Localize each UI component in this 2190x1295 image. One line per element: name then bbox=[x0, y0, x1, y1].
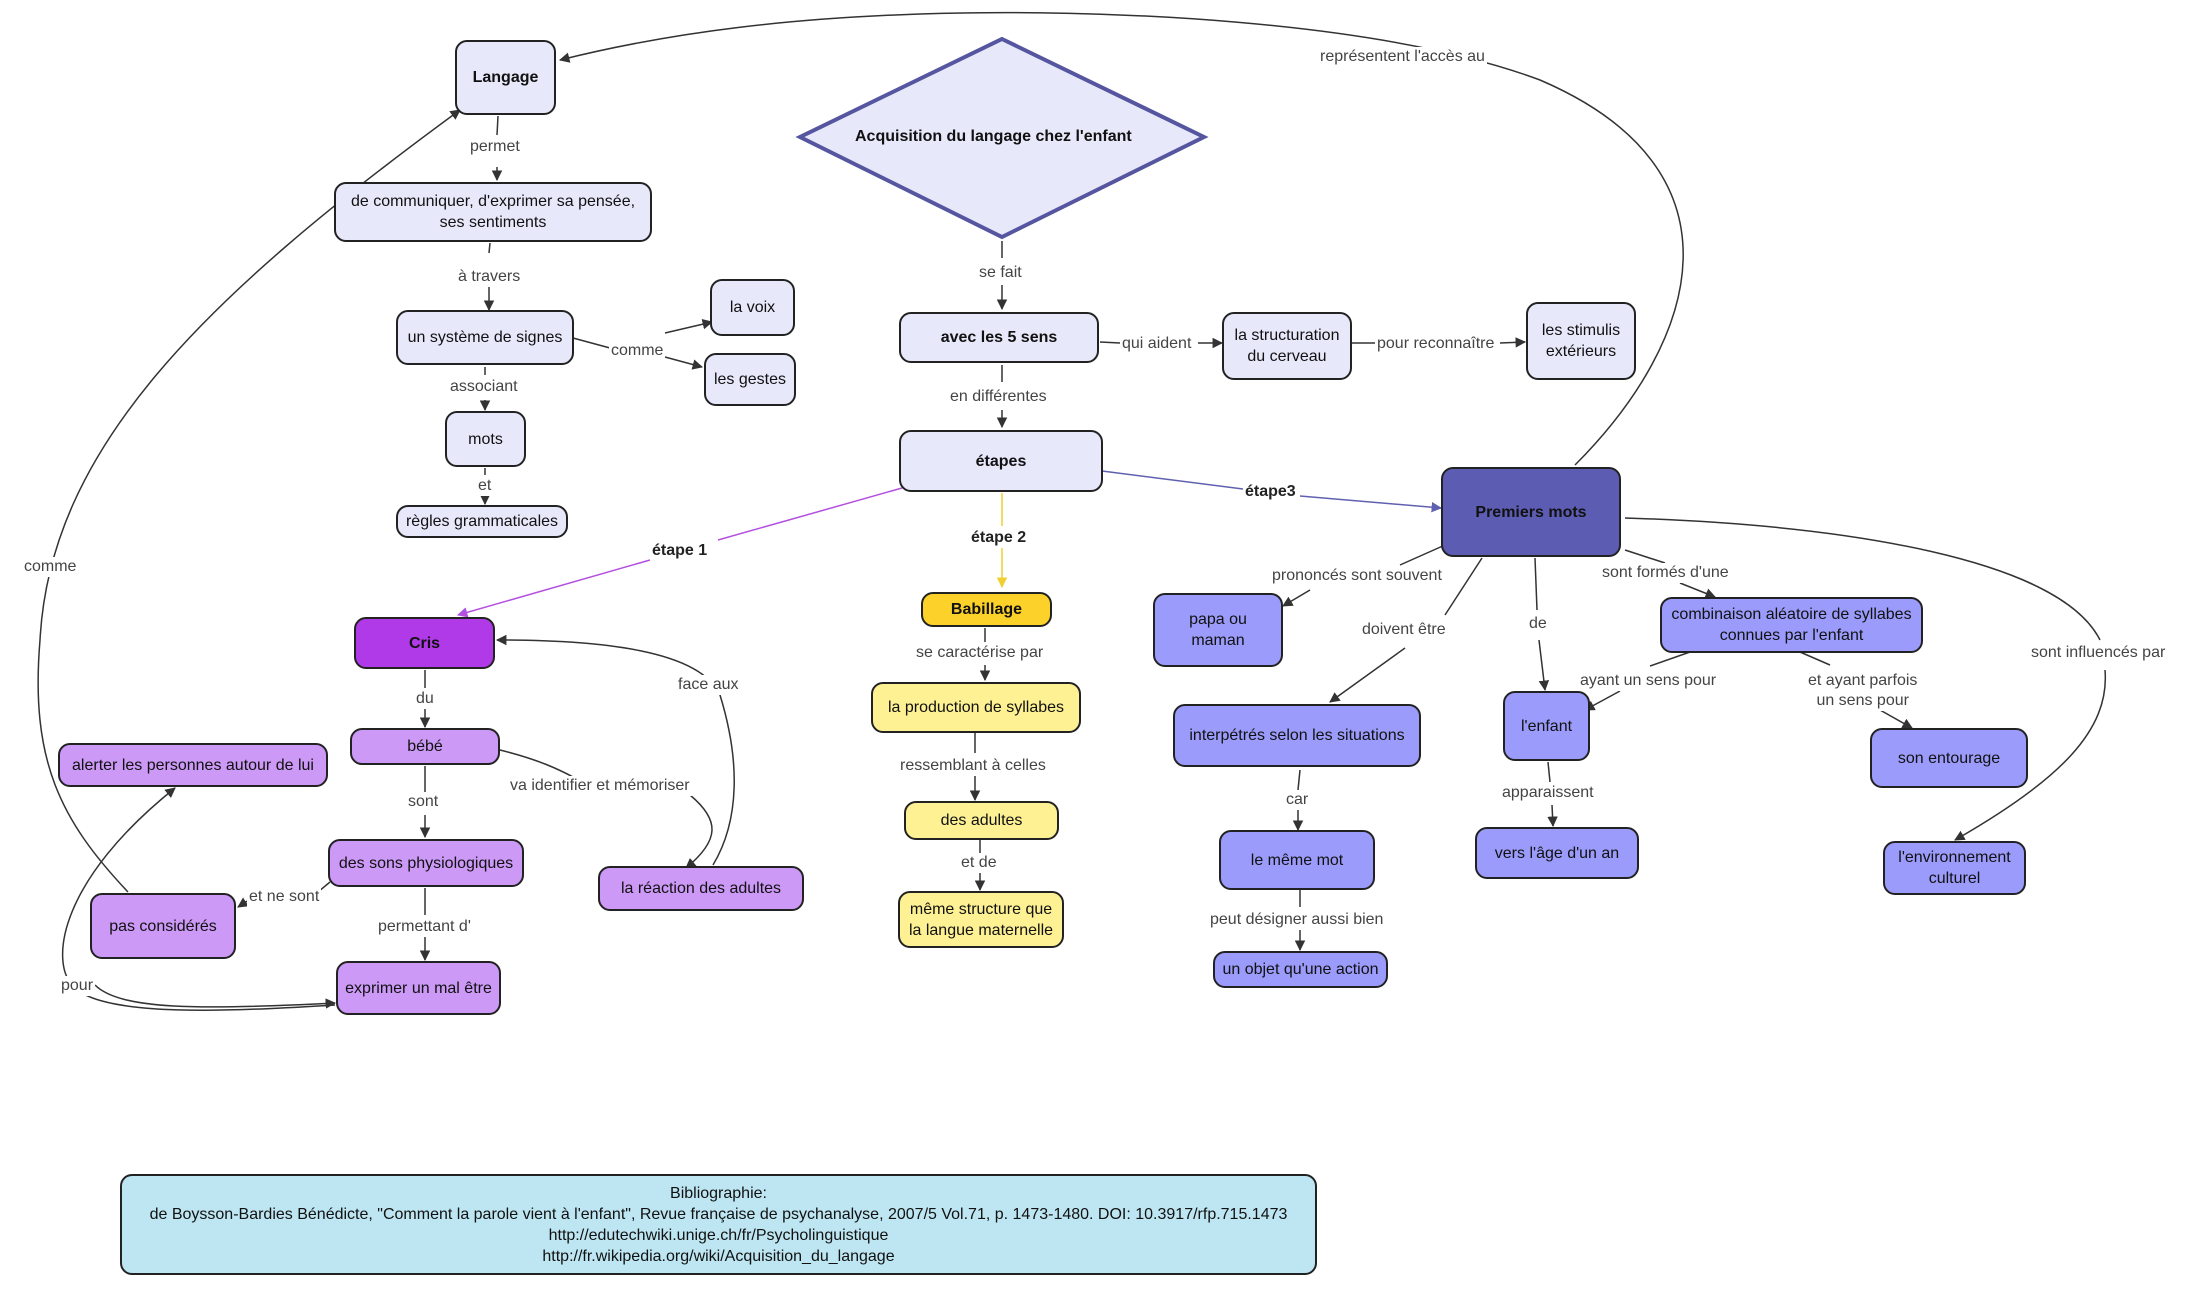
node-premiers-mots[interactable]: Premiers mots bbox=[1441, 467, 1621, 557]
node-meme-mot[interactable]: le même mot bbox=[1219, 830, 1375, 890]
link-label-et-mots: et bbox=[476, 476, 494, 496]
link-label-ressemblant: ressemblant à celles bbox=[898, 756, 1048, 776]
link-label-comme-langage: comme bbox=[22, 557, 79, 577]
node-cinq-sens[interactable]: avec les 5 sens bbox=[899, 312, 1099, 363]
link-label-car: car bbox=[1284, 790, 1311, 810]
node-sons-physiologiques[interactable]: des sons physiologiques bbox=[328, 839, 524, 887]
node-interpretes[interactable]: interpétrés selon les situations bbox=[1173, 704, 1421, 767]
node-mal-etre[interactable]: exprimer un mal être bbox=[336, 961, 501, 1015]
link-label-du: du bbox=[414, 689, 436, 709]
link-label-qui-aident: qui aident bbox=[1120, 334, 1194, 354]
link-label-se-fait: se fait bbox=[977, 263, 1024, 283]
node-etapes[interactable]: étapes bbox=[899, 430, 1103, 492]
link-label-comme-signes: comme bbox=[609, 341, 666, 361]
node-langage[interactable]: Langage bbox=[455, 40, 556, 115]
link-label-permettant: permettant d' bbox=[376, 917, 473, 937]
node-babillage[interactable]: Babillage bbox=[921, 592, 1052, 627]
link-label-a-travers: à travers bbox=[456, 267, 523, 287]
link-label-va-identifier: va identifier et mémoriser bbox=[508, 776, 692, 796]
link-label-apparaissent: apparaissent bbox=[1500, 783, 1596, 803]
link-label-pour: pour bbox=[59, 976, 96, 996]
node-reaction-adultes[interactable]: la réaction des adultes bbox=[598, 866, 804, 911]
link-label-peut-designer: peut désigner aussi bien bbox=[1208, 910, 1386, 930]
node-production-syllabes[interactable]: la production de syllabes bbox=[871, 682, 1081, 733]
link-label-sont-formes: sont formés d'une bbox=[1600, 563, 1731, 583]
link-label-permet: permet bbox=[468, 137, 522, 157]
node-voix[interactable]: la voix bbox=[710, 279, 795, 336]
link-label-en-differentes: en différentes bbox=[948, 387, 1049, 407]
node-gestes[interactable]: les gestes bbox=[704, 353, 796, 406]
node-communiquer[interactable]: de communiquer, d'exprimer sa pensée, se… bbox=[334, 182, 652, 242]
node-enfant[interactable]: l'enfant bbox=[1503, 691, 1590, 761]
link-label-etape2: étape 2 bbox=[969, 528, 1029, 548]
node-pas-consideres[interactable]: pas considérés bbox=[90, 893, 236, 959]
node-stimulis[interactable]: les stimulis extérieurs bbox=[1526, 302, 1636, 380]
node-papa-maman[interactable]: papa ou maman bbox=[1153, 593, 1283, 667]
link-label-associant: associant bbox=[448, 377, 520, 397]
link-label-etape3: étape3 bbox=[1243, 482, 1298, 502]
link-label-sont-influences: sont influencés par bbox=[2029, 643, 2168, 663]
link-label-de: de bbox=[1527, 614, 1549, 634]
node-mots[interactable]: mots bbox=[445, 411, 526, 467]
node-environnement[interactable]: l'environnement culturel bbox=[1883, 841, 2026, 895]
map-title: Acquisition du langage chez l'enfant bbox=[855, 128, 1132, 145]
node-objet-action[interactable]: un objet qu'une action bbox=[1213, 951, 1388, 988]
node-structuration[interactable]: la structuration du cerveau bbox=[1222, 312, 1352, 380]
node-combinaison[interactable]: combinaison aléatoire de syllabes connue… bbox=[1660, 597, 1923, 653]
link-label-face-aux: face aux bbox=[676, 675, 741, 695]
link-label-doivent-etre: doivent être bbox=[1360, 620, 1448, 640]
node-meme-structure[interactable]: même structure que la langue maternelle bbox=[898, 891, 1064, 948]
node-entourage[interactable]: son entourage bbox=[1870, 728, 2028, 788]
link-label-sont: sont bbox=[406, 792, 441, 812]
link-label-se-caracterise: se caractérise par bbox=[914, 643, 1046, 663]
link-label-etape1: étape 1 bbox=[650, 541, 710, 561]
node-des-adultes[interactable]: des adultes bbox=[904, 801, 1059, 840]
link-label-represente: représentent l'accès au bbox=[1318, 47, 1487, 67]
bibliography-box[interactable]: Bibliographie: de Boysson-Bardies Bénédi… bbox=[120, 1174, 1317, 1275]
node-regles[interactable]: règles grammaticales bbox=[396, 505, 568, 538]
link-label-ayant-parfois: et ayant parfois un sens pour bbox=[1806, 671, 1920, 711]
node-bebe[interactable]: bébé bbox=[350, 728, 500, 765]
title-diamond bbox=[795, 36, 1209, 240]
node-age-un-an[interactable]: vers l'âge d'un an bbox=[1475, 827, 1639, 879]
link-label-prononces: prononcés sont souvent bbox=[1270, 566, 1444, 586]
link-label-et-de: et de bbox=[959, 853, 999, 873]
node-systeme-signes[interactable]: un système de signes bbox=[396, 310, 574, 365]
link-label-et-ne-sont: et ne sont bbox=[247, 887, 322, 907]
node-cris[interactable]: Cris bbox=[354, 617, 495, 669]
link-label-ayant-sens: ayant un sens pour bbox=[1578, 671, 1719, 691]
link-label-pour-reconnaitre: pour reconnaître bbox=[1375, 334, 1497, 354]
node-alerter[interactable]: alerter les personnes autour de lui bbox=[58, 743, 328, 787]
